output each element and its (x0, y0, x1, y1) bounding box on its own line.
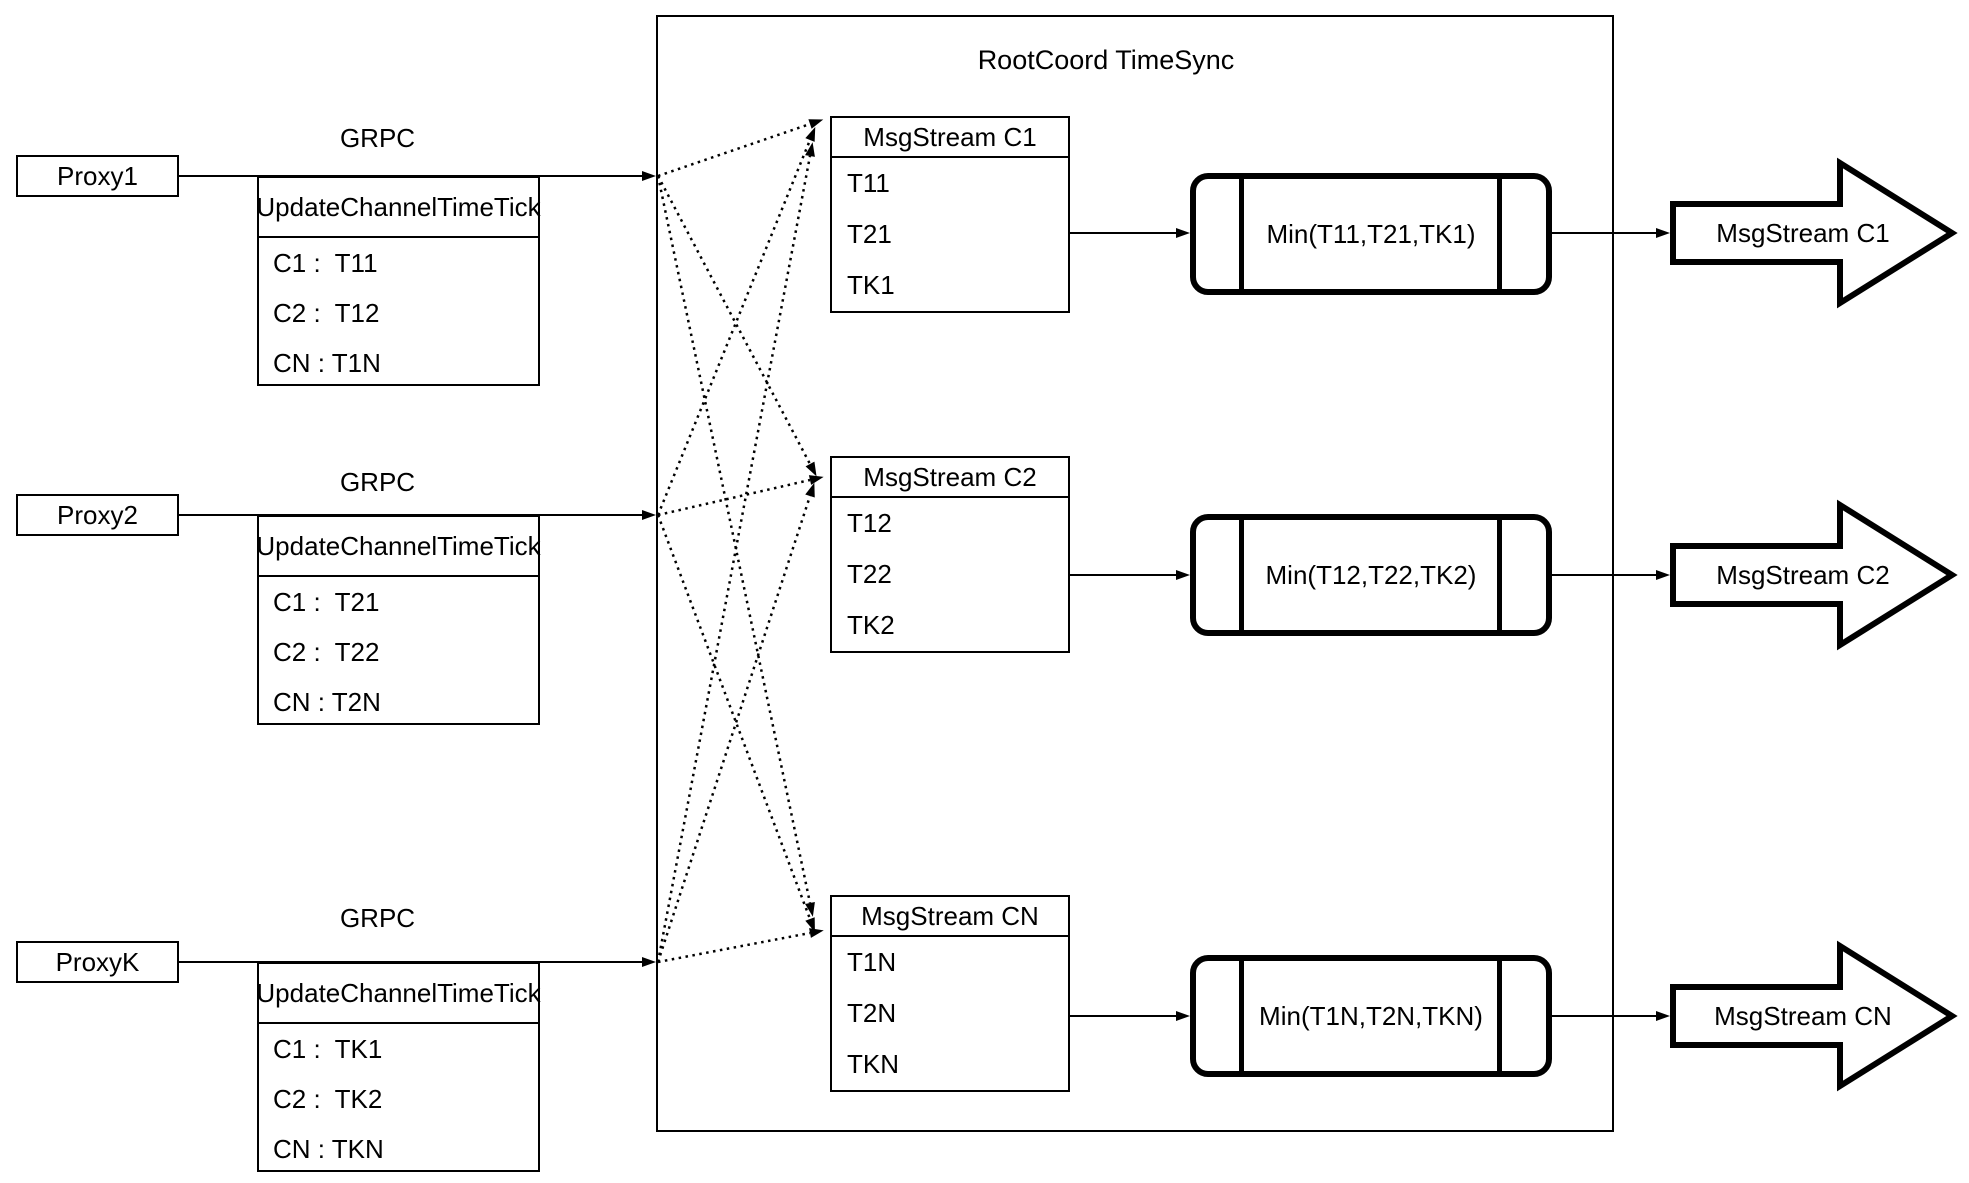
process-bar-icon (1497, 179, 1502, 289)
proxy1-label: Proxy1 (57, 160, 138, 191)
process-bar-icon (1239, 179, 1244, 289)
update-table-2: UpdateChannelTimeTick C1 : T21 C2 : T22 … (256, 515, 541, 725)
msgstream-table-1-cell: T21 (847, 219, 892, 249)
proxy2-box: Proxy2 (16, 494, 179, 536)
update-table-1: UpdateChannelTimeTick C1 : T11 C2 : T12 … (256, 176, 541, 386)
process-bar-icon (1497, 961, 1502, 1071)
process-bar-icon (1239, 961, 1244, 1071)
grpc-label-3: GRPC (339, 903, 416, 933)
process-bar-icon (1497, 520, 1502, 630)
update-table-1-cell: C2 : T12 (273, 297, 380, 328)
msgstream-table-1-cell: T11 (847, 168, 890, 198)
min-process-3: Min(T1N,T2N,TKN) (1190, 955, 1552, 1077)
grpc-label-1: GRPC (339, 123, 416, 153)
msgstream-table-3: MsgStream CN T1N T2N TKN (830, 895, 1070, 1092)
output-arrow-label-2: MsgStream C2 (1716, 560, 1890, 590)
msgstream-table-2-header: MsgStream C2 (832, 458, 1068, 498)
msgstream-table-3-cell: T2N (847, 998, 897, 1028)
msgstream-table-2-cell: T12 (847, 508, 892, 538)
min-label-3: Min(T1N,T2N,TKN) (1259, 1000, 1483, 1031)
msgstream-table-2-cell: T22 (847, 559, 892, 589)
update-table-1-cell: C1 : T11 (273, 247, 378, 278)
msgstream-table-1-header: MsgStream C1 (832, 118, 1068, 158)
output-arrow-shape-1 (1670, 157, 1958, 309)
msgstream-table-2: MsgStream C2 T12 T22 TK2 (830, 456, 1070, 653)
proxyk-box: ProxyK (16, 941, 179, 983)
proxyk-label: ProxyK (55, 946, 140, 977)
dotted-arrow-p1-cn (656, 175, 815, 917)
msgstream-table-3-cell: TKN (847, 1049, 899, 1079)
output-arrow-shape-3 (1670, 940, 1958, 1092)
update-table-3-header: UpdateChannelTimeTick (256, 964, 541, 1024)
update-table-1-cell: CN : T1N (273, 347, 381, 378)
min-process-1: Min(T11,T21,TK1) (1190, 173, 1552, 295)
msgstream-table-1: MsgStream C1 T11 T21 TK1 (830, 116, 1070, 313)
min-process-2: Min(T12,T22,TK2) (1190, 514, 1552, 636)
dotted-arrow-p1-c2 (656, 175, 817, 477)
proxy1-box: Proxy1 (16, 155, 179, 197)
update-table-2-header: UpdateChannelTimeTick (256, 517, 541, 577)
proxy2-label: Proxy2 (57, 499, 138, 530)
update-table-1-header: UpdateChannelTimeTick (256, 178, 541, 238)
output-arrow-shape-2 (1670, 499, 1958, 651)
dotted-arrow-p1-c1 (657, 119, 824, 178)
dotted-arrow-p2-cn (656, 514, 815, 933)
update-table-2-cell: C1 : T21 (273, 586, 380, 617)
update-table-2-cell: CN : T2N (273, 686, 381, 717)
dotted-arrow-p2-c1 (656, 127, 816, 516)
process-bar-icon (1239, 520, 1244, 630)
min-label-1: Min(T11,T21,TK1) (1266, 218, 1476, 249)
rootcoord-title: RootCoord TimeSync (977, 45, 1235, 75)
output-arrow-label-1: MsgStream C1 (1716, 218, 1890, 248)
update-table-3-cell: CN : TKN (273, 1133, 384, 1164)
output-arrow-label-3: MsgStream CN (1714, 1001, 1892, 1031)
msgstream-table-2-cell: TK2 (847, 610, 895, 640)
update-table-3-cell: C2 : TK2 (273, 1083, 383, 1114)
update-table-3: UpdateChannelTimeTick C1 : TK1 C2 : TK2 … (256, 962, 541, 1172)
update-table-2-cell: C2 : T22 (273, 636, 380, 667)
dotted-arrow-p2-c2 (657, 475, 824, 517)
min-label-2: Min(T12,T22,TK2) (1265, 559, 1477, 590)
msgstream-table-3-cell: T1N (847, 947, 897, 977)
dotted-arrow-pk-cn (657, 928, 824, 964)
rootcoord-box (656, 15, 1614, 1132)
update-table-3-cell: C1 : TK1 (273, 1033, 383, 1064)
msgstream-table-3-header: MsgStream CN (832, 897, 1068, 937)
dotted-arrow-pk-c2 (656, 482, 815, 963)
grpc-label-2: GRPC (339, 467, 416, 497)
msgstream-table-1-cell: TK1 (847, 270, 895, 300)
